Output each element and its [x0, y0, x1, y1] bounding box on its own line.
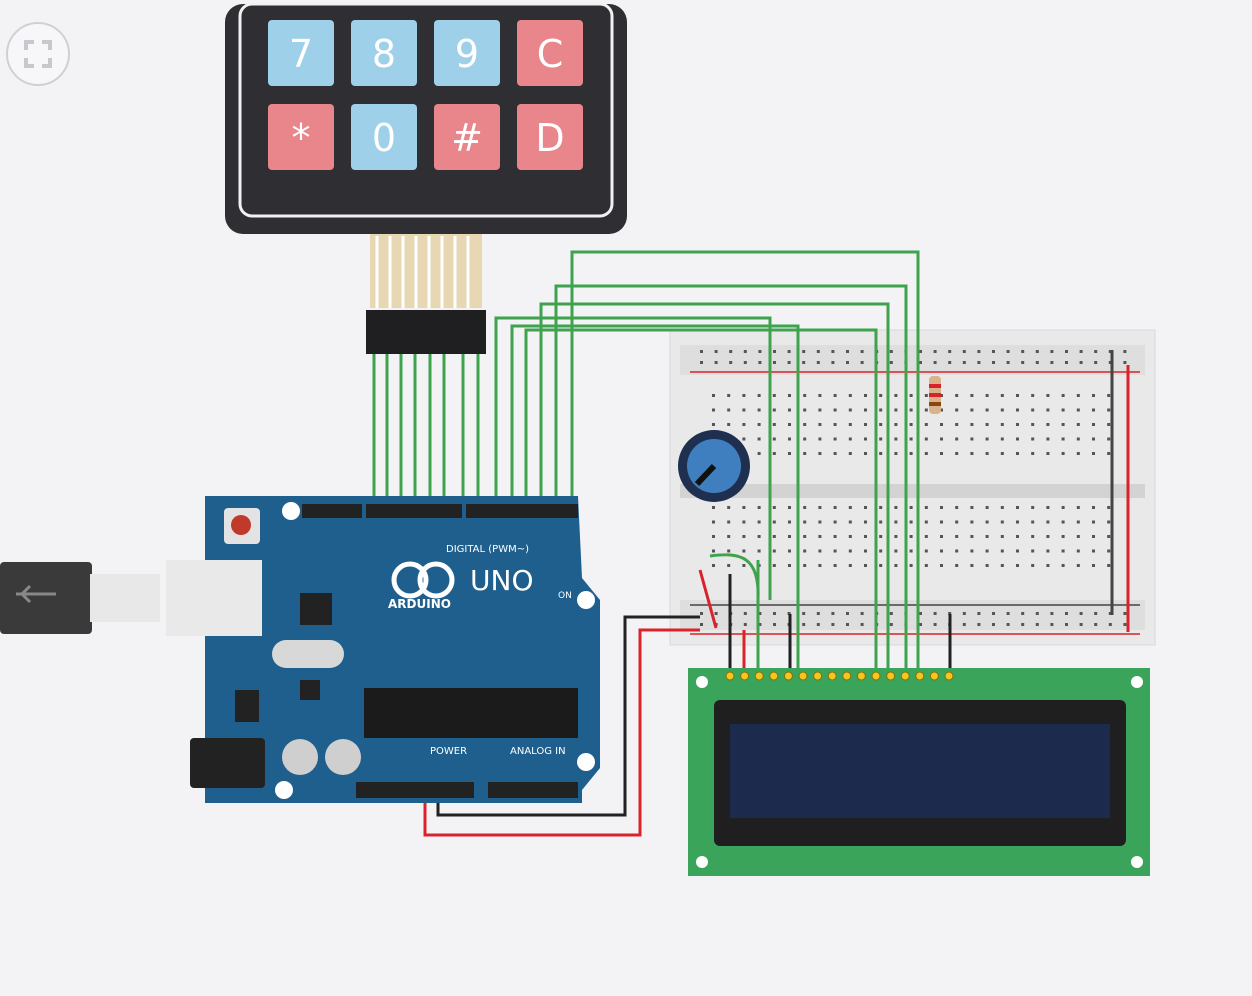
- digital-header-label: DIGITAL (PWM~): [446, 544, 529, 555]
- key-label: D: [535, 116, 564, 160]
- keypad-key-0[interactable]: 0: [351, 104, 417, 170]
- usb-cable[interactable]: [0, 562, 160, 634]
- usb-icon: [16, 584, 56, 604]
- on-led-label: ON: [558, 591, 572, 601]
- keypad-key-9[interactable]: 9: [434, 20, 500, 86]
- breadboard[interactable]: [669, 329, 1156, 646]
- 5v-wire: [423, 628, 700, 837]
- analog-header: [488, 782, 578, 798]
- signal-wire: [570, 250, 920, 668]
- crystal: [272, 640, 344, 668]
- breadboard-holes-bottom: [712, 506, 1111, 567]
- key-label: *: [292, 116, 311, 160]
- power-wires: [423, 350, 1130, 837]
- potentiometer[interactable]: [678, 430, 750, 502]
- lcd-16x2[interactable]: [688, 668, 1150, 876]
- lcd-pins: [725, 671, 954, 681]
- keypad-key-*[interactable]: *: [268, 104, 334, 170]
- key-label: #: [451, 116, 483, 160]
- digital-header-low: [466, 504, 578, 518]
- rail-power-jumper: [698, 569, 718, 629]
- resistor[interactable]: [929, 376, 941, 414]
- uno-label: UNO: [470, 564, 533, 597]
- key-label: 8: [372, 32, 396, 76]
- keypad-key-C[interactable]: C: [517, 20, 583, 86]
- keypad-key-7[interactable]: 7: [268, 20, 334, 86]
- signal-wire: [524, 328, 878, 668]
- keypad-4x4[interactable]: 7 8 9 C * 0 # D: [225, 2, 627, 354]
- power-jack: [190, 738, 265, 788]
- digital-header-high: [366, 504, 462, 518]
- keypad-key-#[interactable]: #: [434, 104, 500, 170]
- usb-chip: [300, 593, 332, 625]
- key-label: 7: [289, 32, 313, 76]
- key-label: C: [537, 32, 564, 76]
- fit-view-button[interactable]: [6, 22, 70, 86]
- signal-wires: [372, 250, 920, 668]
- power-header-label: POWER: [430, 746, 467, 757]
- keypad-key-8[interactable]: 8: [351, 20, 417, 86]
- lcd-screen: [730, 724, 1110, 818]
- keypad-connector: [366, 310, 486, 354]
- signal-wire: [554, 284, 908, 668]
- fullscreen-icon: [24, 40, 52, 68]
- arduino-uno-board[interactable]: ARDUINO UNO DIGITAL (PWM~) POWER ANALOG …: [166, 496, 600, 803]
- keypad-key-D[interactable]: D: [517, 104, 583, 170]
- key-label: 0: [372, 116, 396, 160]
- gnd-wire: [436, 615, 700, 817]
- signal-wire: [709, 553, 760, 601]
- signal-wire: [539, 302, 890, 668]
- arduino-brand: ARDUINO: [388, 597, 451, 611]
- key-label: 9: [455, 32, 479, 76]
- analog-header-label: ANALOG IN: [510, 746, 566, 757]
- power-header: [356, 782, 474, 798]
- usb-port: [166, 560, 262, 636]
- signal-wire: [510, 324, 800, 668]
- arduino-logo-icon: [391, 561, 429, 599]
- breadboard-holes-top: [712, 394, 1111, 455]
- atmega-chip: [364, 688, 578, 738]
